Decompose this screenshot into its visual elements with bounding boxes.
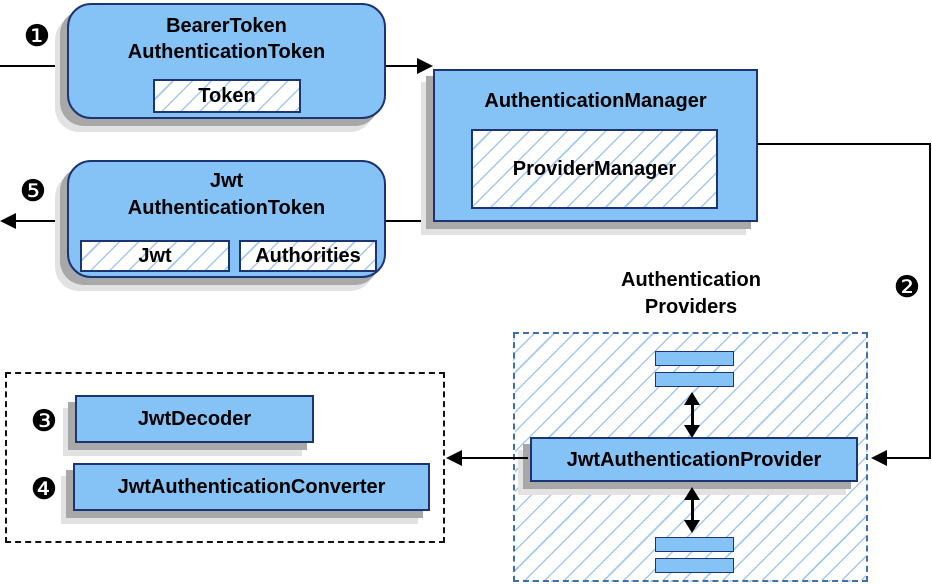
arrowhead-up-icon bbox=[684, 487, 700, 500]
authentication-providers-label-line2: Providers bbox=[644, 296, 738, 318]
jwt-authentication-converter-label: JwtAuthenticationConverter bbox=[117, 476, 386, 498]
step-4-badge: ❹ bbox=[30, 473, 58, 506]
token-field: Token bbox=[153, 79, 301, 113]
arrow-shaft bbox=[690, 403, 694, 427]
request-in-connector bbox=[0, 65, 68, 67]
authorities-field: Authorities bbox=[239, 240, 377, 272]
jwt-token-title-line2: AuthenticationToken bbox=[127, 197, 326, 219]
authentication-providers-label-line1: Authentication bbox=[621, 269, 761, 291]
authentication-providers-group-box: JwtAuthenticationProvider bbox=[513, 332, 868, 582]
bearer-token-title-line1: BearerToken bbox=[166, 15, 287, 37]
jwt-authentication-token-box: Jwt AuthenticationToken Jwt Authorities bbox=[67, 160, 386, 278]
manager-to-provider-connector-vertical bbox=[929, 143, 931, 459]
jwt-authentication-converter-box: JwtAuthenticationConverter bbox=[73, 463, 430, 511]
converter-group-box: ❸ JwtDecoder ❹ JwtAuthenticationConverte… bbox=[5, 372, 445, 543]
provider-manager-field: ProviderManager bbox=[471, 129, 718, 209]
bearer-token-title-line2: AuthenticationToken bbox=[127, 41, 326, 63]
double-arrow-icon-top bbox=[684, 392, 700, 438]
bearer-token-box-title: BearerToken AuthenticationToken bbox=[69, 13, 384, 65]
manager-to-provider-connector-top bbox=[758, 143, 931, 145]
arrowhead-left-icon bbox=[0, 213, 16, 229]
jwt-authentication-provider-box: JwtAuthenticationProvider bbox=[530, 437, 858, 482]
arrowhead-right-icon bbox=[417, 58, 433, 74]
provider-to-decoder-connector bbox=[462, 457, 528, 459]
manager-to-provider-connector-bottom bbox=[886, 457, 931, 459]
arrowhead-up-icon bbox=[684, 392, 700, 405]
authentication-manager-label: AuthenticationManager bbox=[484, 90, 707, 112]
arrow-shaft bbox=[690, 498, 694, 522]
authentication-providers-label: Authentication Providers bbox=[576, 267, 806, 321]
jwt-authentication-provider-label: JwtAuthenticationProvider bbox=[566, 448, 822, 471]
authentication-manager-box: AuthenticationManager ProviderManager bbox=[433, 69, 758, 222]
bearer-token-authentication-token-box: BearerToken AuthenticationToken Token bbox=[67, 3, 386, 119]
arrowhead-down-icon bbox=[684, 425, 700, 438]
token-to-manager-connector bbox=[386, 65, 418, 67]
provider-stub-bar-bottom-2 bbox=[655, 558, 734, 573]
step-5-badge: ❺ bbox=[19, 175, 47, 208]
step-2-badge: ❷ bbox=[893, 271, 921, 304]
response-out-connector bbox=[16, 220, 68, 222]
provider-stub-bar-top-2 bbox=[655, 372, 734, 387]
manager-to-jwt-token-connector bbox=[386, 220, 433, 222]
jwt-decoder-label: JwtDecoder bbox=[137, 408, 252, 430]
double-arrow-icon-bottom bbox=[684, 487, 700, 533]
step-1-badge: ❶ bbox=[23, 20, 51, 53]
arrowhead-down-icon bbox=[684, 520, 700, 533]
jwt-token-box-title: Jwt AuthenticationToken bbox=[69, 168, 384, 222]
provider-stub-bar-top-1 bbox=[655, 351, 734, 366]
jwt-token-title-line1: Jwt bbox=[209, 170, 244, 192]
provider-stub-bar-bottom-1 bbox=[655, 537, 734, 552]
step-3-badge: ❸ bbox=[30, 405, 58, 438]
arrowhead-left-icon bbox=[446, 450, 462, 466]
jwt-field: Jwt bbox=[80, 240, 230, 272]
jwt-decoder-box: JwtDecoder bbox=[75, 395, 314, 443]
arrowhead-left-icon bbox=[871, 450, 887, 466]
